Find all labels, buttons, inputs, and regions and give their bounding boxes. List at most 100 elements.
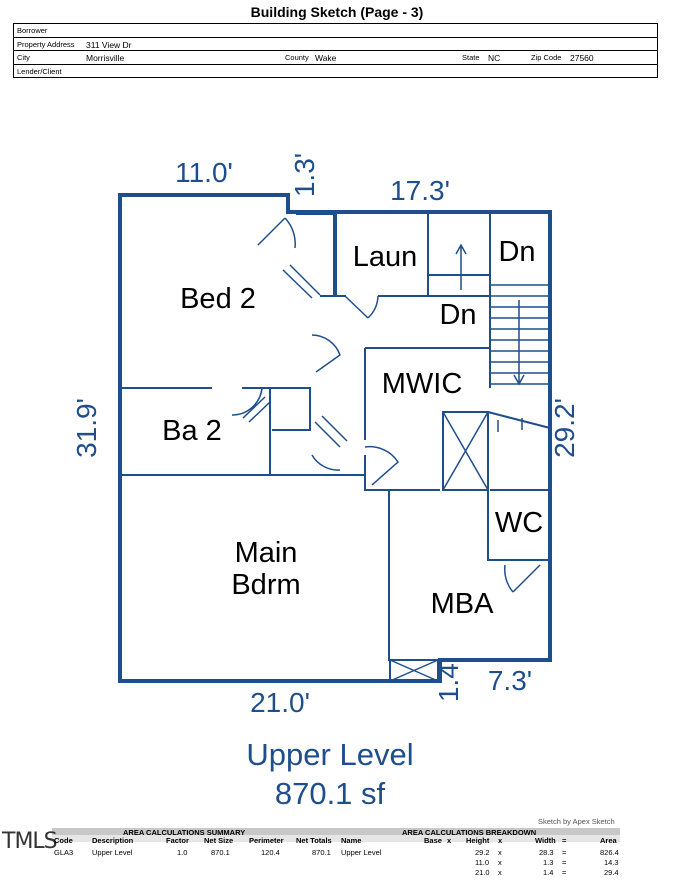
level-area: 870.1 sf: [275, 776, 386, 811]
dim-right: 29.2': [549, 398, 580, 458]
room-main-line2: Bdrm: [231, 569, 300, 601]
summary-net-size: 870.1: [211, 848, 230, 857]
breakdown-row-3-height: 21.0: [475, 868, 490, 877]
breakdown-row-2-area: 14.3: [604, 858, 619, 867]
breakdown-row-1-area: 826.4: [600, 848, 619, 857]
stair-walls: [428, 214, 491, 388]
col-area: Area: [600, 836, 617, 845]
lender-label: Lender/Client: [17, 66, 62, 76]
col-height: Height: [466, 836, 490, 845]
stair-treads: [490, 284, 550, 385]
address-value: 311 View Dr: [86, 39, 132, 50]
col-name: Name: [341, 836, 362, 845]
lender-row: Lender/Client: [14, 65, 657, 79]
borrower-label: Borrower: [17, 26, 48, 35]
room-dn-top: Dn: [498, 236, 535, 268]
door-laundry: [344, 295, 379, 319]
door-bed2: [257, 217, 296, 249]
summary-net-totals: 870.1: [312, 848, 331, 857]
room-wc: WC: [495, 507, 543, 539]
area-calculations-footer: Sketch by Apex Sketch TMLS AREA CALCULAT…: [0, 815, 674, 883]
state-label: State: [462, 53, 480, 62]
address-row: Property Address 311 View Dr: [14, 38, 657, 51]
door-hall: [311, 334, 341, 373]
breakdown-row-2-eq: =: [562, 858, 567, 867]
city-label: City: [17, 53, 30, 62]
zip-label: Zip Code: [531, 53, 562, 62]
col-width: Width: [535, 836, 556, 845]
stair-arrow-up: [455, 243, 467, 290]
ba2-walls: [120, 387, 311, 474]
dim-bottom: 21.0': [250, 687, 310, 718]
room-bed2: Bed 2: [180, 283, 256, 315]
summary-description: Upper Level: [92, 848, 133, 857]
col-eq: =: [562, 836, 567, 845]
wall-ticks: [497, 418, 523, 432]
room-main-line1: Main: [235, 537, 298, 569]
county-value: Wake: [315, 53, 337, 63]
room-mwic: MWIC: [382, 368, 463, 400]
col-code: Code: [54, 836, 73, 845]
col-x1: x: [447, 836, 452, 845]
summary-factor: 1.0: [177, 848, 188, 857]
cabinet-box: [442, 411, 489, 491]
state-value: NC: [488, 53, 501, 63]
borrower-row: Borrower: [14, 24, 657, 38]
dim-left: 31.9': [71, 398, 102, 458]
breakdown-row-3-width: 1.4: [543, 868, 554, 877]
level-name: Upper Level: [246, 737, 413, 772]
property-header-table: Borrower Property Address 311 View Dr Ci…: [13, 23, 658, 78]
col-perimeter: Perimeter: [249, 836, 284, 845]
tmls-logo: TMLS: [2, 829, 58, 854]
closet-wall: [296, 213, 335, 297]
door-ba2-closet: [311, 415, 348, 471]
mba-wall: [388, 490, 440, 661]
dim-top-right: 17.3': [390, 175, 450, 206]
door-closet: [282, 264, 321, 299]
breakdown-row-3-area: 29.4: [604, 868, 619, 877]
door-wc: [503, 564, 541, 593]
breakdown-row-3-x: x: [498, 868, 502, 877]
summary-perimeter: 120.4: [261, 848, 280, 857]
col-x2: x: [498, 836, 503, 845]
room-labels: Bed 2 Laun Dn Dn MWIC Ba 2 WC Main Bdrm …: [162, 236, 543, 620]
page-title: Building Sketch (Page - 3): [250, 4, 424, 20]
door-ba2: [231, 387, 271, 423]
cabinet-x: [442, 411, 489, 491]
breakdown-row-2-width: 1.3: [543, 858, 554, 867]
breakdown-row-3-eq: =: [562, 868, 567, 877]
breakdown-row-1-eq: =: [562, 848, 567, 857]
stair-arrow-down: [513, 300, 525, 386]
zip-value: 27560: [570, 53, 594, 63]
floor-plan-walls: [118, 193, 552, 683]
breakdown-row-1-x: x: [498, 848, 502, 857]
room-ba2: Ba 2: [162, 415, 222, 447]
breakdown-row-2-x: x: [498, 858, 502, 867]
breakdown-row-1-width: 28.3: [539, 848, 554, 857]
col-factor: Factor: [166, 836, 189, 845]
city-row: City Morrisville County Wake State NC Zi…: [14, 51, 657, 65]
summary-code: GLA3: [54, 848, 74, 857]
summary-name: Upper Level: [341, 848, 382, 857]
dim-top-left: 11.0': [175, 157, 233, 188]
header-bar-2: [52, 835, 620, 842]
col-net-size: Net Size: [204, 836, 234, 845]
bottom-box: [389, 659, 439, 682]
city-value: Morrisville: [86, 53, 125, 63]
summary-title: AREA CALCULATIONS SUMMARY: [123, 828, 246, 837]
breakdown-row-1-height: 29.2: [475, 848, 490, 857]
exterior-wall: [118, 193, 552, 683]
col-net-totals: Net Totals: [296, 836, 332, 845]
col-base: Base: [424, 836, 442, 845]
dimension-labels: 11.0' 1.3' 17.3' 31.9' 29.2' 21.0' 1.4' …: [71, 153, 580, 718]
header-bar: [52, 828, 620, 835]
dim-bottom-right: 7.3': [488, 665, 532, 696]
dim-bottom-small: 1.4': [433, 658, 464, 702]
angled-wall: [487, 411, 551, 429]
dim-top-small: 1.3': [289, 153, 320, 197]
sketch-credit: Sketch by Apex Sketch: [538, 817, 615, 826]
address-label: Property Address: [17, 39, 75, 49]
mwic-bottom-wall: [364, 455, 440, 491]
breakdown-title: AREA CALCULATIONS BREAKDOWN: [402, 828, 537, 837]
door-main-bdrm: [364, 445, 399, 486]
